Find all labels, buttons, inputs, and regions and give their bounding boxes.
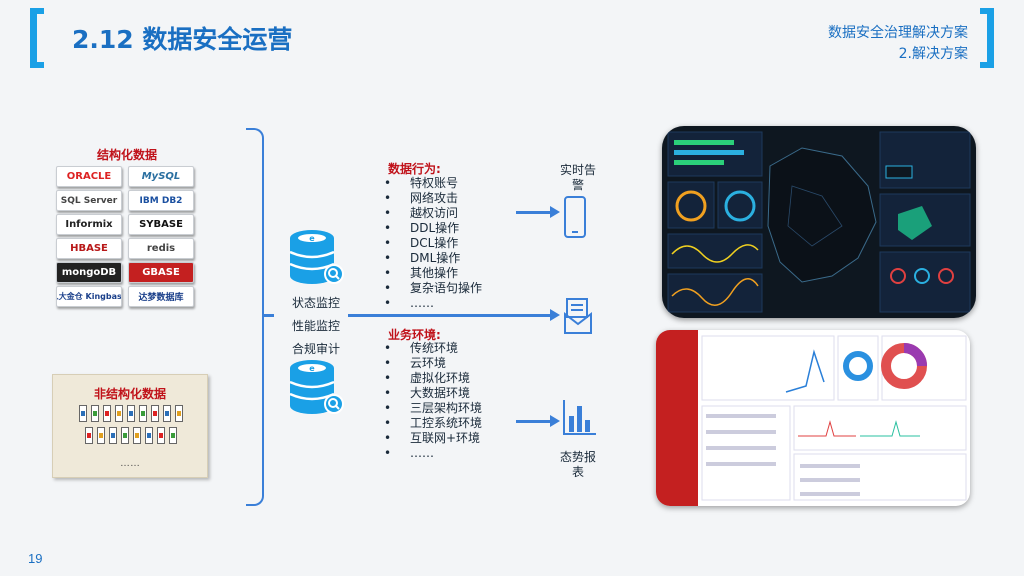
database-search-icon: e <box>286 358 348 424</box>
pdf-file-icon <box>85 427 93 444</box>
image-file-icon <box>97 427 105 444</box>
subtitle-line1: 数据安全治理解决方案 <box>828 25 968 41</box>
list-item: •越权访问 <box>384 206 459 220</box>
sybase-logo: SYBASE <box>128 214 194 235</box>
main-flow-line <box>348 314 508 317</box>
list-item: •…… <box>384 296 434 310</box>
list-item: •复杂语句操作 <box>384 281 483 295</box>
list-item: •DCL操作 <box>384 236 459 250</box>
data-behavior-list: •特权账号 •网络攻击 •越权访问 •DDL操作 •DCL操作 •DML操作 •… <box>384 176 482 311</box>
svg-text:e: e <box>309 234 315 243</box>
pdf-file-icon <box>103 405 111 422</box>
subtitle-line2: 2.解决方案 <box>898 46 968 62</box>
pdf-file-icon <box>157 427 165 444</box>
list-item: •…… <box>384 446 434 460</box>
mail-icon <box>564 298 592 334</box>
list-item: •工控系统环境 <box>384 416 483 430</box>
mongodb-logo: mongoDB <box>56 262 122 283</box>
document-file-icon <box>127 405 135 422</box>
spreadsheet-file-icon <box>169 427 177 444</box>
document-file-icon <box>145 427 153 444</box>
header: 2.12 数据安全运营 数据安全治理解决方案 2.解决方案 <box>0 0 1024 78</box>
document-file-icon <box>109 427 117 444</box>
monitor-item-performance: 性能监控 <box>292 319 341 333</box>
dameng-logo: 达梦数据库 <box>128 286 194 307</box>
monitoring-list: 状态监控 性能监控 合规审计 <box>292 292 362 361</box>
structured-data-title: 结构化数据 <box>96 148 157 162</box>
oracle-logo: ORACLE <box>56 166 122 187</box>
list-item: •大数据环境 <box>384 386 471 400</box>
mysql-logo: MySQL <box>128 166 194 187</box>
list-item: •传统环境 <box>384 341 459 355</box>
sqlserver-logo: SQL Server <box>56 190 122 211</box>
page-number: 19 <box>28 551 43 566</box>
list-item: •三层架构环境 <box>384 401 483 415</box>
image-file-icon <box>115 405 123 422</box>
grouping-brace <box>246 128 264 506</box>
informix-logo: Informix <box>56 214 122 235</box>
list-item: •特权账号 <box>384 176 459 190</box>
monitor-item-compliance: 合规审计 <box>292 342 341 356</box>
realtime-alert-label: 实时告警 <box>559 163 596 192</box>
arrow-to-mail <box>508 309 560 320</box>
database-logo-grid: ORACLE MySQL SQL Server IBM DB2 Informix… <box>56 166 198 307</box>
monitor-item-status: 状态监控 <box>292 296 341 310</box>
unstructured-data-panel: 非结构化数据 …… <box>52 374 208 478</box>
list-item: •虚拟化环境 <box>384 371 471 385</box>
hbase-logo: HBASE <box>56 238 122 259</box>
list-item: •网络攻击 <box>384 191 459 205</box>
database-search-icon: e <box>286 228 348 294</box>
right-bracket-decoration <box>980 8 994 68</box>
unstructured-data-title: 非结构化数据 <box>93 387 166 401</box>
image-file-icon <box>133 427 141 444</box>
spreadsheet-file-icon <box>121 427 129 444</box>
gbase-logo: GBASE <box>128 262 194 283</box>
redis-logo: redis <box>128 238 194 259</box>
left-bracket-decoration <box>30 8 44 68</box>
file-icons-group <box>65 405 197 465</box>
light-dashboard-screenshot <box>656 330 970 506</box>
list-item: •其他操作 <box>384 266 459 280</box>
kingbase-logo: 人大金仓 Kingbase <box>56 286 122 307</box>
list-item: •DDL操作 <box>384 221 460 235</box>
business-env-title: 业务环境: <box>388 328 441 342</box>
page-title: 2.12 数据安全运营 <box>72 25 293 54</box>
spreadsheet-file-icon <box>139 405 147 422</box>
more-files-ellipsis: …… <box>120 458 140 469</box>
list-item: •互联网+环境 <box>384 431 481 445</box>
phone-icon <box>564 196 586 238</box>
spreadsheet-file-icon <box>91 405 99 422</box>
structured-data-panel: 结构化数据 ORACLE MySQL SQL Server IBM DB2 In… <box>56 146 198 324</box>
arrow-to-report <box>516 415 560 426</box>
image-file-icon <box>175 405 183 422</box>
situation-report-label: 态势报表 <box>559 450 596 479</box>
brace-tip <box>264 314 274 317</box>
list-item: •云环境 <box>384 356 447 370</box>
bar-chart-icon <box>562 398 598 436</box>
data-behavior-title: 数据行为: <box>388 162 441 176</box>
svg-text:e: e <box>309 364 315 373</box>
business-env-list: •传统环境 •云环境 •虚拟化环境 •大数据环境 •三层架构环境 •工控系统环境… <box>384 341 482 461</box>
dark-dashboard-screenshot <box>662 126 976 318</box>
document-file-icon <box>163 405 171 422</box>
ibm-db2-logo: IBM DB2 <box>128 190 194 211</box>
list-item: •DML操作 <box>384 251 461 265</box>
document-file-icon <box>79 405 87 422</box>
arrow-to-alert <box>516 206 560 217</box>
pdf-file-icon <box>151 405 159 422</box>
